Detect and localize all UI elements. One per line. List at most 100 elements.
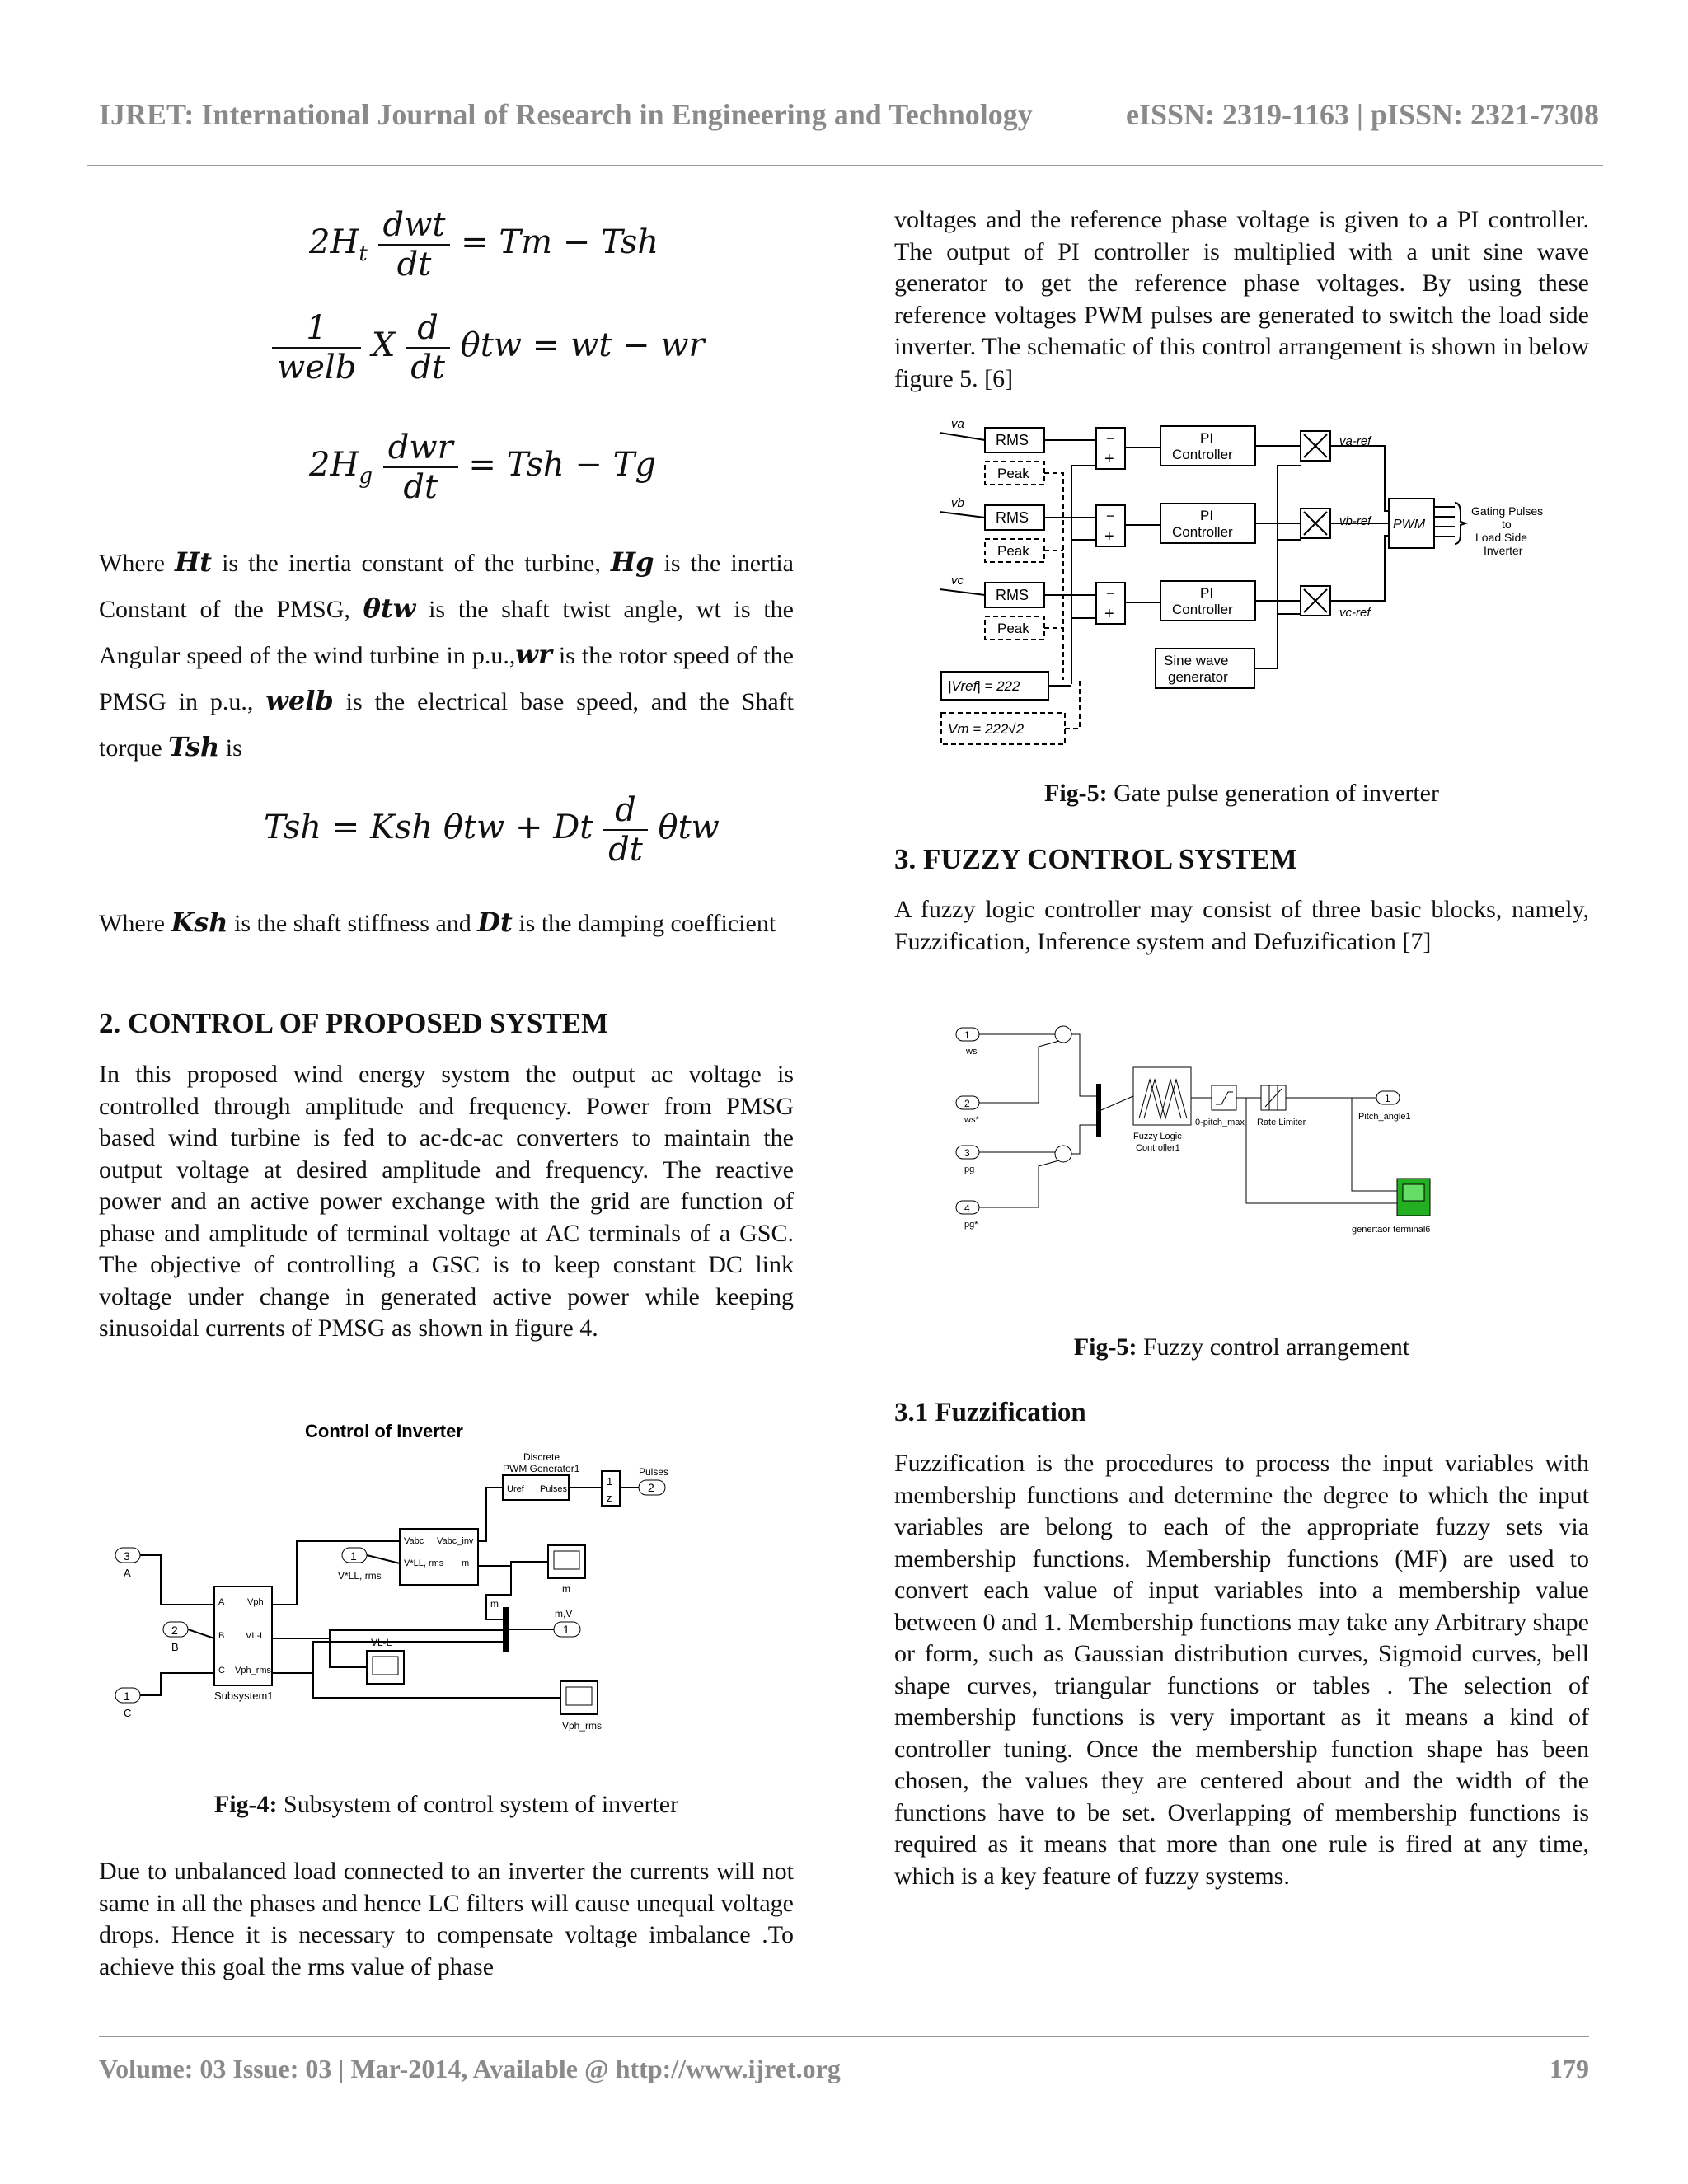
fig5a-vm — [940, 712, 1066, 745]
running-header: IJRET: International Journal of Research… — [99, 97, 1599, 132]
fig5a-row-c: vc RMS Peak − + PI Controller vc-ref — [940, 535, 1389, 640]
svg-text:3: 3 — [964, 1147, 970, 1159]
svg-text:A: A — [218, 1597, 225, 1607]
fig4-caption: Fig-4: Subsystem of control system of in… — [213, 1791, 679, 1818]
svg-text:Sine wave: Sine wave — [1164, 653, 1228, 668]
svg-text:Controller: Controller — [1172, 602, 1233, 617]
svg-text:ws*: ws* — [964, 1115, 979, 1125]
fig4-inverter-block — [399, 1528, 479, 1586]
svg-text:Vph: Vph — [247, 1597, 264, 1607]
svg-text:V*LL, rms: V*LL, rms — [404, 1558, 444, 1568]
svg-text:vb: vb — [951, 496, 964, 510]
fig4-title: Control of Inverter — [305, 1421, 463, 1441]
fig5a-caption: Fig-5: Gate pulse generation of inverter — [1044, 780, 1439, 807]
svg-text:Load Side: Load Side — [1475, 531, 1527, 544]
footer-rule — [99, 2036, 1589, 2037]
svg-text:m: m — [462, 1558, 469, 1568]
fig5b-sum-2 — [1054, 1145, 1072, 1163]
svg-text:m: m — [562, 1583, 570, 1595]
svg-text:|Vref| = 222: |Vref| = 222 — [948, 678, 1020, 694]
svg-text:1: 1 — [350, 1549, 357, 1563]
svg-text:pg*: pg* — [964, 1220, 978, 1230]
svg-text:2: 2 — [648, 1481, 654, 1494]
svg-text:B: B — [171, 1641, 179, 1653]
svg-text:Uref: Uref — [507, 1484, 525, 1494]
fig5a-row-b: vb RMS Peak − + PI Controller vb-ref — [940, 496, 1389, 563]
svg-text:m: m — [490, 1598, 499, 1610]
svg-text:RMS: RMS — [996, 509, 1029, 526]
svg-text:1: 1 — [607, 1475, 612, 1488]
svg-text:PI: PI — [1200, 508, 1213, 523]
svg-text:Discrete: Discrete — [523, 1451, 560, 1463]
svg-text:PI: PI — [1200, 430, 1213, 446]
header-rule — [87, 165, 1603, 166]
svg-text:1: 1 — [124, 1690, 130, 1703]
section-2-body: In this proposed wind energy system the … — [99, 1061, 794, 1342]
svg-text:Subsystem1: Subsystem1 — [214, 1690, 274, 1702]
svg-text:vc-ref: vc-ref — [1339, 606, 1372, 620]
svg-text:z: z — [607, 1492, 612, 1504]
svg-text:ws: ws — [965, 1047, 978, 1057]
svg-text:va: va — [951, 417, 964, 431]
journal-name: IJRET: International Journal of Research… — [99, 98, 1033, 131]
footer-volume-info: Volume: 03 Issue: 03 | Mar-2014, Availab… — [99, 2054, 841, 2083]
fig5a-row-a: va RMS Peak − + PI Controller va-ref — [940, 417, 1389, 512]
svg-text:Peak: Peak — [997, 621, 1029, 636]
svg-text:+: + — [1104, 605, 1114, 623]
svg-text:1: 1 — [1385, 1093, 1390, 1104]
fig5a-pwm — [1388, 498, 1435, 549]
running-footer: Volume: 03 Issue: 03 | Mar-2014, Availab… — [99, 2054, 1589, 2084]
svg-text:Gating Pulses: Gating Pulses — [1471, 504, 1543, 518]
svg-text:Vph_rms: Vph_rms — [235, 1666, 272, 1675]
svg-text:−: − — [1106, 585, 1115, 602]
fig5b-diagram: 1 ws 2 ws* 3 pg 4 pg* Fuzzy Logic Contro… — [948, 1018, 1475, 1265]
fig5b-fuzzy-controller — [1132, 1066, 1192, 1126]
svg-text:vb-ref: vb-ref — [1339, 514, 1372, 528]
section-3-body: A fuzzy logic controller may consist of … — [894, 896, 1589, 955]
svg-text:Controller: Controller — [1172, 524, 1233, 540]
fig5b-caption: Fig-5: Fuzzy control arrangement — [1073, 1333, 1410, 1361]
svg-text:Pulses: Pulses — [540, 1484, 568, 1494]
svg-text:Vm = 222√2: Vm = 222√2 — [948, 721, 1025, 737]
svg-text:B: B — [218, 1631, 224, 1641]
svg-text:to: to — [1502, 518, 1512, 531]
fig4-diagram: Control of Inverter 3 A 2 B 1 C Subsyste… — [99, 1409, 692, 1755]
stiffness-paragraph: Where Ksh is the shaft stiffness and Dt … — [99, 907, 776, 938]
svg-text:A: A — [124, 1567, 131, 1579]
svg-text:Vabc_inv: Vabc_inv — [437, 1536, 474, 1546]
svg-text:m,V: m,V — [555, 1608, 572, 1619]
svg-text:Controller1: Controller1 — [1136, 1143, 1180, 1153]
svg-text:2: 2 — [171, 1624, 178, 1637]
fig4-mux — [503, 1607, 509, 1652]
svg-text:PWM: PWM — [1393, 518, 1426, 532]
svg-text:Pulses: Pulses — [639, 1466, 668, 1478]
svg-text:3: 3 — [124, 1549, 130, 1563]
svg-text:genertaor terminal6: genertaor terminal6 — [1352, 1225, 1430, 1235]
svg-text:+: + — [1104, 527, 1114, 546]
section-2-heading: 2. CONTROL OF PROPOSED SYSTEM — [99, 1007, 609, 1039]
fig4-subsystem — [213, 1586, 273, 1686]
svg-text:VL-L: VL-L — [246, 1631, 265, 1641]
svg-text:va-ref: va-ref — [1339, 434, 1372, 448]
svg-text:pg: pg — [964, 1165, 974, 1174]
issn: eISSN: 2319-1163 | pISSN: 2321-7308 — [1126, 98, 1599, 131]
fig5b-mux — [1096, 1084, 1101, 1137]
svg-text:C: C — [218, 1666, 225, 1675]
section-3-1-body: Fuzzification is the procedures to proce… — [894, 1450, 1589, 1890]
svg-text:−: − — [1106, 430, 1115, 447]
svg-text:V*LL, rms: V*LL, rms — [338, 1570, 382, 1582]
fig5b-sum-1 — [1054, 1025, 1072, 1043]
svg-text:RMS: RMS — [996, 587, 1029, 603]
svg-text:RMS: RMS — [996, 432, 1029, 448]
svg-text:1: 1 — [964, 1029, 970, 1041]
svg-text:C: C — [124, 1707, 131, 1719]
svg-text:1: 1 — [563, 1623, 570, 1636]
closing-left-paragraph: Due to unbalanced load connected to an i… — [99, 1858, 794, 1980]
svg-text:Inverter: Inverter — [1484, 544, 1523, 557]
svg-text:0-pitch_max: 0-pitch_max — [1195, 1118, 1245, 1127]
svg-text:PI: PI — [1200, 585, 1213, 601]
svg-text:Controller: Controller — [1172, 447, 1233, 462]
